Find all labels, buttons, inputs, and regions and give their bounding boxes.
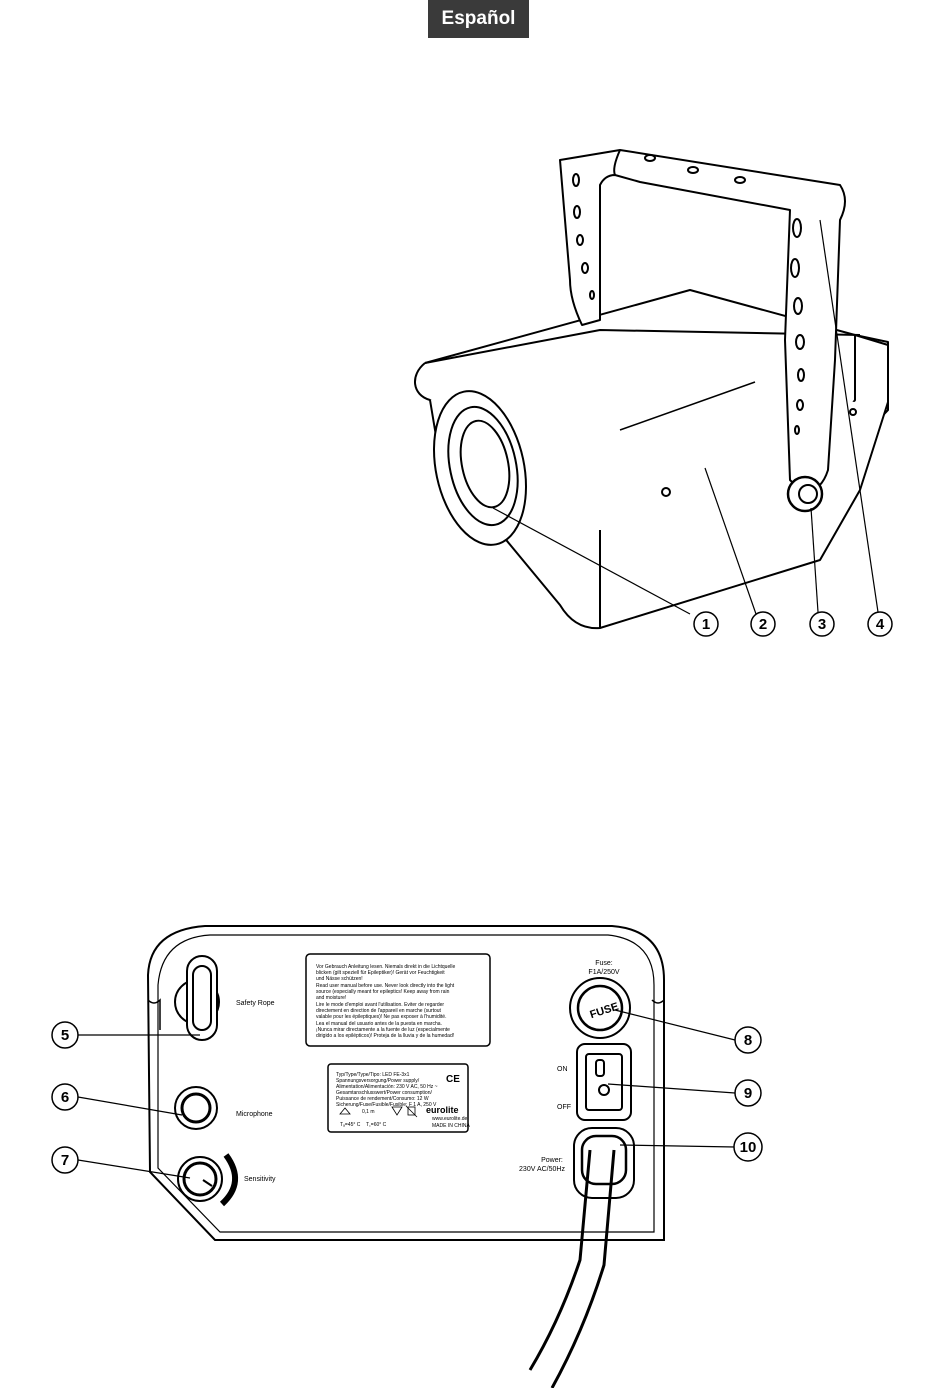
triangle-icon — [391, 1106, 403, 1116]
fuse-rating-label: F1A/250V — [588, 969, 619, 976]
switch-off-label: OFF — [557, 1104, 571, 1111]
type-label-frame — [327, 1063, 469, 1133]
type-line: Typ/Type/Type/Tipo: LED FE-3x1 — [336, 1072, 410, 1078]
rear-panel-drawing — [146, 925, 665, 1388]
sensitivity-label: Sensitivity — [244, 1176, 276, 1183]
callout-5: 5 — [61, 1027, 69, 1044]
power-title-label: Power: — [541, 1157, 563, 1164]
warning-line: Read user manual before use. Never look … — [316, 983, 455, 989]
front-callouts: 1 2 3 4 — [693, 611, 893, 637]
warning-line: ¡Nunca mirar directamente a la fuente de… — [316, 1027, 450, 1033]
callout-8: 8 — [744, 1032, 752, 1049]
fuse-title-label: Fuse: — [595, 960, 613, 967]
callout-6: 6 — [61, 1089, 69, 1106]
warning-line: directement en direction de l'appareil e… — [316, 1008, 442, 1014]
callout-2: 2 — [759, 616, 767, 633]
distance-text: 0,1 m — [362, 1109, 375, 1115]
housing-screw — [661, 487, 671, 497]
power-rating-label: 230V AC/50Hz — [519, 1166, 565, 1173]
warning-line: und Nässe schützen! — [316, 976, 363, 982]
mounting-bracket — [559, 149, 846, 492]
type-label-text: Typ/Type/Type/Tipo: LED FE-3x1 Spannungs… — [336, 1072, 470, 1129]
type-line: Alimentation/Alimentación: 230 V AC, 50 … — [336, 1084, 438, 1090]
callout-9: 9 — [744, 1085, 752, 1102]
lens-middle-ring — [447, 405, 519, 527]
rear-panel-outline — [146, 925, 665, 1241]
warning-line: and moisture! — [316, 995, 346, 1001]
ta-text: Tₐ=45° C — [340, 1122, 361, 1128]
warning-line: dirigido a los epilépticos)! Proteja de … — [316, 1033, 454, 1039]
ce-mark: CE — [446, 1074, 460, 1085]
warning-line: Lea el manual del usuario antes de la pu… — [316, 1021, 442, 1027]
housing-lower-box — [429, 399, 889, 630]
power-cable — [528, 1149, 592, 1371]
safety-rope-loop — [186, 955, 218, 1041]
type-line: Sicherung/Fuse/Fusible/Fusible: F 1 A, 2… — [336, 1102, 437, 1108]
front-view-drawing — [414, 149, 889, 630]
symbol-icons — [339, 1105, 418, 1118]
tc-text: T꜀=60° C — [366, 1122, 387, 1128]
weee-bin-icon — [407, 1106, 416, 1116]
callout-10: 10 — [740, 1139, 757, 1156]
weee-cross-icon — [405, 1105, 418, 1118]
power-inlet — [573, 1127, 635, 1199]
warning-line: Vor Gebrauch Anleitung lesen. Niemals di… — [316, 964, 455, 970]
made-in-text: MADE IN CHINA — [432, 1123, 470, 1129]
lens-inner-ring — [459, 419, 511, 509]
language-tab: Español — [428, 0, 529, 38]
callout-1: 1 — [702, 616, 710, 633]
warning-line: blicken (gilt speziell für Epileptiker)!… — [316, 970, 445, 976]
housing-front-face — [424, 329, 861, 364]
callout-3: 3 — [818, 616, 826, 633]
switch-on-label: ON — [557, 1066, 568, 1073]
type-line: Puissance de rendement/Consumo: 12 W — [336, 1096, 429, 1102]
website-text: www.eurolite.de — [432, 1116, 468, 1122]
warning-line: Lire le mode d'emploi avant l'utilisatio… — [316, 1002, 444, 1008]
flammable-surface-icon — [339, 1107, 351, 1115]
safety-rope-label: Safety Rope — [236, 1000, 275, 1007]
bracket-knob — [786, 475, 824, 513]
brand-logo: eurolite — [426, 1105, 459, 1115]
warning-label-text: Vor Gebrauch Anleitung lesen. Niemals di… — [316, 964, 455, 1039]
sensitivity-arc — [219, 1153, 238, 1207]
callout-4: 4 — [876, 616, 885, 633]
callout-7: 7 — [61, 1152, 69, 1169]
power-switch-housing — [576, 1043, 632, 1121]
microphone-label: Microphone — [236, 1111, 273, 1118]
warning-line: valable pour les épileptiques)! Ne pas e… — [316, 1014, 446, 1020]
warning-label-frame — [305, 953, 491, 1047]
type-line: Gesamtanschlusswert/Power consumption/ — [336, 1090, 432, 1096]
type-line: Spannungsversorgung/Power supply/ — [336, 1078, 420, 1084]
warning-line: source (especially meant for epileptics!… — [316, 989, 450, 995]
rear-callouts: 5 6 7 8 9 10 — [51, 1021, 763, 1174]
